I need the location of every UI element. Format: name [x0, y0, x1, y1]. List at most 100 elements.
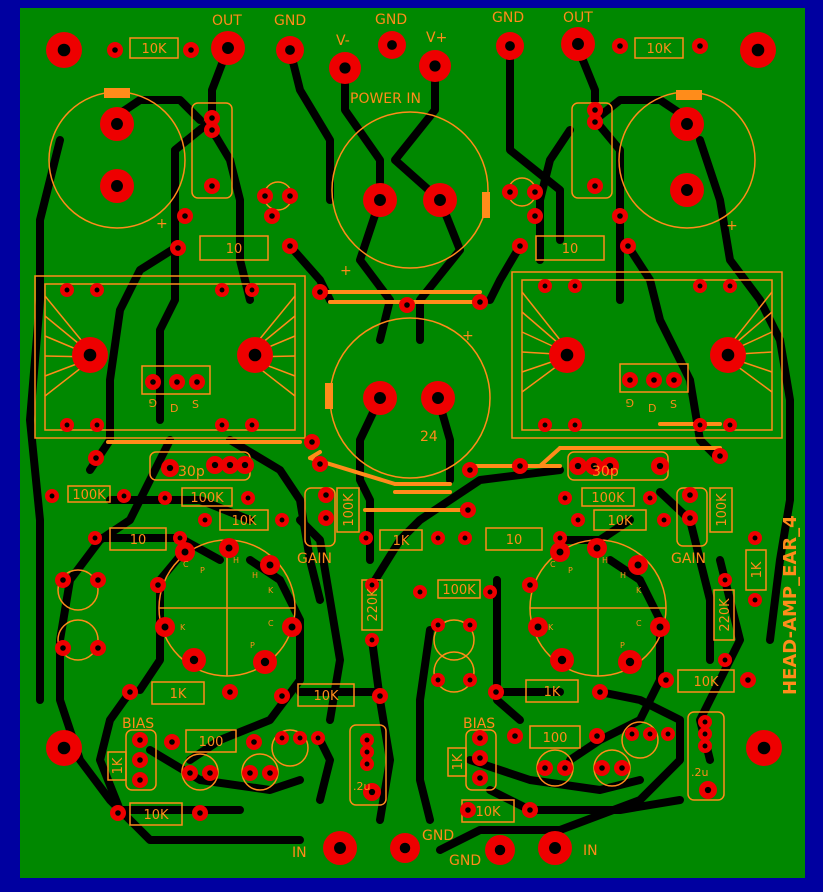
trace-19: [106, 496, 254, 524]
trace-7: [356, 394, 384, 564]
pad-hole-70: [309, 439, 315, 445]
label-bias-right: BIAS: [463, 716, 495, 732]
component-outline-0: [191, 102, 233, 199]
r-100k-left-a-label: 100K: [72, 488, 106, 503]
tube-left-pin-p2: P: [250, 641, 255, 650]
pad-hole-119: [634, 561, 642, 569]
marker-0: [104, 88, 130, 98]
pad-hole-176: [704, 786, 712, 794]
r-100k-center-label: 100K: [442, 583, 476, 598]
pad-hole-95: [557, 535, 563, 541]
pad-hole-23: [209, 115, 215, 121]
pad-hole-100: [687, 492, 693, 498]
pad-hole-56: [542, 283, 548, 289]
label-gain-right: GAIN: [671, 551, 706, 567]
r-10k-left-bot-body: [297, 683, 355, 707]
pad-hole-35: [507, 189, 513, 195]
r-1k-right-vert-label: 1K: [750, 561, 765, 578]
pad-hole-164: [267, 770, 273, 776]
pad-hole-174: [702, 731, 708, 737]
trace-38: [591, 96, 694, 124]
pad-hole-180: [527, 807, 533, 813]
pad-hole-162: [207, 770, 213, 776]
trace-15: [486, 242, 524, 304]
r-10k-out-right-label: 10K: [646, 42, 672, 57]
pad-hole-103: [467, 467, 473, 473]
transistor-outline-7: [241, 753, 279, 791]
label-in-left: IN: [292, 845, 307, 861]
pad-hole-112: [288, 623, 296, 631]
pad-hole-19: [374, 194, 386, 206]
pad-hole-139: [279, 693, 285, 699]
pad-hole-149: [477, 755, 483, 761]
pad-hole-165: [542, 765, 548, 771]
pad-hole-33: [175, 245, 181, 251]
r-10k-right-c-label: 10K: [607, 514, 633, 529]
pad-hole-30: [269, 213, 275, 219]
pad-hole-146: [137, 757, 143, 763]
r-100k-right-a-label: 100K: [591, 491, 625, 506]
label-pin-g-right: G: [625, 396, 634, 409]
pad-hole-107: [722, 577, 728, 583]
pad-hole-8: [429, 60, 441, 72]
trace-14: [624, 242, 724, 464]
pad-hole-44: [83, 348, 97, 362]
pad-hole-76: [241, 461, 249, 469]
pad-hole-105: [752, 535, 758, 541]
pad-hole-136: [467, 677, 473, 683]
r-10k-right-bot-label: 10K: [693, 675, 719, 690]
tube-left-pin-c1: C: [183, 560, 189, 569]
pad-hole-154: [594, 733, 600, 739]
trace-11: [536, 126, 574, 264]
r-10k-right-bot-body: [677, 669, 735, 693]
pad-hole-113: [260, 657, 270, 667]
pad-hole-151: [169, 739, 175, 745]
r-1k-right-bias-label: 1K: [451, 753, 466, 770]
transistor-outline-2: [57, 569, 99, 611]
pad-hole-114: [189, 655, 199, 665]
pad-hole-15: [111, 118, 123, 130]
pad-hole-124: [527, 582, 533, 588]
trace-32: [416, 626, 434, 824]
pad-hole-155: [279, 735, 285, 741]
label-cap-value: 24: [420, 429, 438, 445]
label-in-right: IN: [583, 843, 598, 859]
component-outline-6: [349, 724, 387, 806]
label-cap-02u-right: .2u: [691, 766, 708, 779]
pad-hole-150: [477, 775, 483, 781]
pad-hole-183: [494, 844, 506, 856]
label-v-minus: V-: [336, 33, 350, 49]
pad-hole-178: [197, 810, 203, 816]
pad-hole-120: [656, 623, 664, 631]
trace-10: [208, 126, 254, 304]
heatsink-inner-1: [521, 279, 773, 431]
pad-hole-53: [94, 422, 100, 428]
transistor-outline-4: [433, 619, 475, 661]
pad-hole-50: [219, 287, 225, 293]
pad-hole-65: [174, 379, 180, 385]
pad-hole-110: [225, 544, 233, 552]
pad-hole-28: [592, 183, 598, 189]
tube-right-pin-h2: H: [620, 571, 626, 580]
marker-2: [482, 192, 490, 218]
pad-hole-82: [49, 493, 55, 499]
label-out-right: OUT: [563, 10, 593, 26]
pad-hole-21: [374, 392, 386, 404]
pad-hole-104: [517, 463, 523, 469]
pad-hole-7: [387, 40, 397, 50]
pad-hole-106: [752, 597, 758, 603]
tube-right-pin-k1: K: [548, 623, 554, 632]
trace-22: [96, 688, 244, 814]
pad-hole-148: [477, 735, 483, 741]
pad-hole-131: [369, 582, 375, 588]
trace-6: [356, 196, 394, 344]
r-100-right-bias-label: 100: [543, 731, 568, 746]
pad-hole-80: [656, 462, 664, 470]
label-pin-s-right: S: [670, 398, 677, 411]
pad-hole-169: [364, 737, 370, 743]
label-v-plus: V+: [426, 30, 447, 46]
r-100-left-bias-label: 100: [199, 735, 224, 750]
pad-hole-20: [434, 194, 446, 206]
